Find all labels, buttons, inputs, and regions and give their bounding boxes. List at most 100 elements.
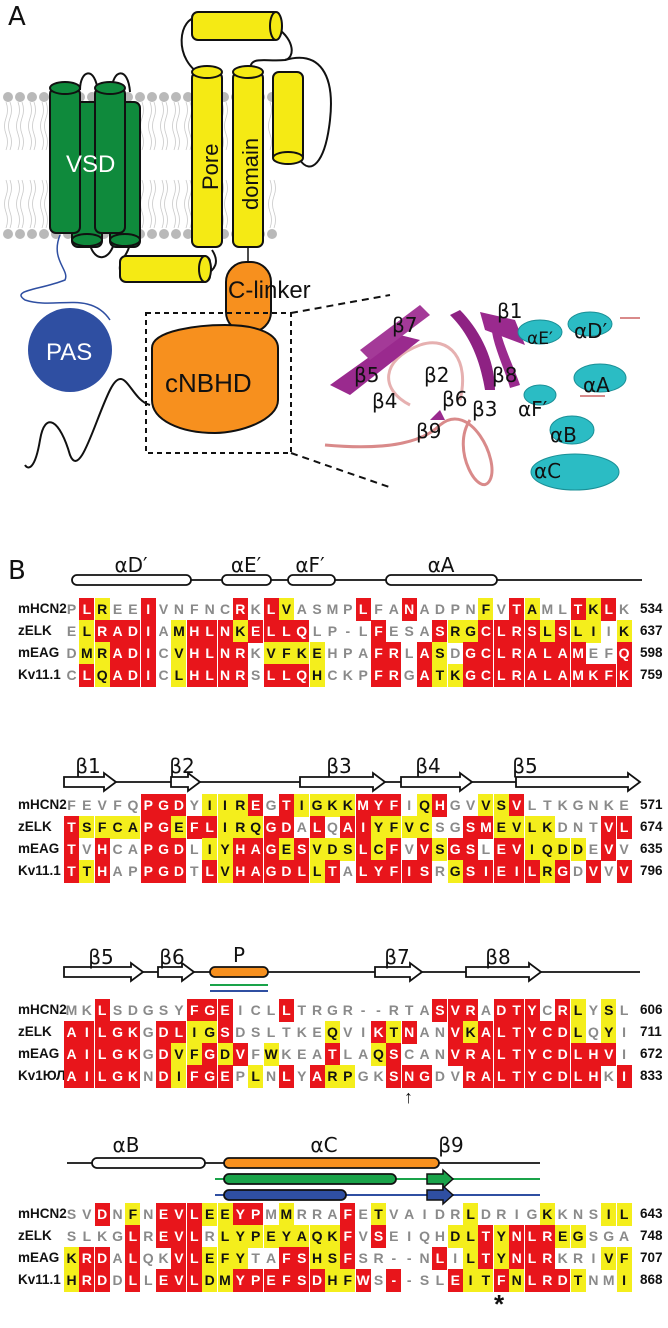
residue: L xyxy=(463,1225,479,1248)
residue: G xyxy=(110,1065,126,1088)
residue: N xyxy=(265,1068,277,1084)
residue: T xyxy=(509,1065,525,1088)
residue: E xyxy=(156,1269,172,1292)
residue: H xyxy=(432,794,448,817)
residue: M xyxy=(478,816,494,839)
residue-number: 598 xyxy=(640,645,663,660)
residue: E xyxy=(447,1269,463,1292)
residue-number: 571 xyxy=(640,797,663,812)
strand-b7 xyxy=(374,961,424,983)
residue: E xyxy=(297,1046,307,1062)
residue: I xyxy=(422,1206,427,1222)
residue: K xyxy=(324,794,340,817)
panel-a-label: A xyxy=(8,2,26,32)
residue: P xyxy=(343,645,353,661)
residue: I xyxy=(140,620,156,643)
residue: I xyxy=(171,1065,187,1088)
residue: R xyxy=(204,1228,215,1244)
residue: G xyxy=(403,667,415,683)
residue: P xyxy=(358,667,368,683)
pore-arrow-marker: ↑ xyxy=(404,1087,413,1107)
residue: L xyxy=(278,1065,294,1088)
strand-b5 xyxy=(63,961,145,983)
residue: R xyxy=(232,794,248,817)
ss-label-b7: β7 xyxy=(384,945,410,969)
residue: G xyxy=(449,819,461,835)
residue: A xyxy=(248,838,264,861)
residue: V xyxy=(358,1228,368,1244)
residue: D xyxy=(94,1269,110,1292)
residue: N xyxy=(419,1250,430,1266)
residue: R xyxy=(94,642,110,665)
residue: L xyxy=(82,1228,92,1244)
residue: L xyxy=(463,1203,479,1226)
residue: T xyxy=(404,1002,414,1018)
residue: R xyxy=(463,999,479,1022)
green-helix-aC xyxy=(223,1173,397,1185)
residue: T xyxy=(543,797,552,813)
residue: F xyxy=(386,816,402,839)
residue: F xyxy=(493,1269,509,1292)
residue: L xyxy=(186,1269,202,1292)
sequence-name: Kv1ЮЛ xyxy=(18,1068,66,1083)
residue: C xyxy=(478,620,494,643)
residue: I xyxy=(238,1002,243,1018)
residue: D xyxy=(156,1021,172,1044)
residue: D xyxy=(202,1269,218,1292)
residue: H xyxy=(186,620,202,643)
residue: V xyxy=(171,1247,187,1270)
strand-b3 xyxy=(299,771,387,793)
residue: N xyxy=(572,819,584,835)
residue: V xyxy=(171,1269,187,1292)
residue: M xyxy=(602,1272,615,1288)
residue: V xyxy=(82,1206,92,1222)
residue: I xyxy=(361,1024,366,1040)
residue: V xyxy=(509,838,525,861)
residue: P xyxy=(340,1065,356,1088)
residue: I xyxy=(591,1250,596,1266)
residue: F xyxy=(371,664,386,687)
residue: P xyxy=(140,816,156,839)
residue: D xyxy=(434,601,445,617)
label-b3: β3 xyxy=(472,397,498,421)
residue: S xyxy=(493,794,509,817)
residue: A xyxy=(342,863,353,879)
residue: D xyxy=(125,642,141,665)
residue: V xyxy=(217,860,233,883)
sequence-name: Kv11.1 xyxy=(18,863,61,878)
residue: I xyxy=(79,1021,95,1044)
residue: E xyxy=(619,797,629,813)
residue: S xyxy=(340,838,356,861)
residue: Y xyxy=(232,1269,248,1292)
residue: F xyxy=(340,1203,356,1226)
residue: G xyxy=(202,1065,218,1088)
residue: A xyxy=(524,598,540,621)
residue: S xyxy=(66,1206,77,1222)
residue: G xyxy=(156,860,172,883)
residue: S xyxy=(158,1002,169,1018)
residue: T xyxy=(478,1225,494,1248)
residue: R xyxy=(509,642,525,665)
residue: A xyxy=(419,623,430,639)
residue: D xyxy=(555,1021,571,1044)
residue: C xyxy=(417,816,433,839)
residue: D xyxy=(434,1206,445,1222)
residue: A xyxy=(248,860,264,883)
residue: Y xyxy=(524,999,540,1022)
residue: S xyxy=(66,1228,77,1244)
residue: V xyxy=(447,1021,463,1044)
residue: V xyxy=(450,1068,460,1084)
residue-number: 796 xyxy=(640,863,663,878)
residue: R xyxy=(572,1250,584,1266)
residue: Y xyxy=(232,1225,248,1248)
label-b1: β1 xyxy=(497,299,523,323)
residue: D xyxy=(235,1024,246,1040)
residue: L xyxy=(248,1065,264,1088)
residue: A xyxy=(64,1065,79,1088)
residue: L xyxy=(125,1225,141,1248)
residue: L xyxy=(493,1065,509,1088)
residue: L xyxy=(186,1247,202,1270)
residue: A xyxy=(127,841,138,857)
sequence-name: mEAG xyxy=(18,645,60,660)
residue: R xyxy=(373,1250,384,1266)
